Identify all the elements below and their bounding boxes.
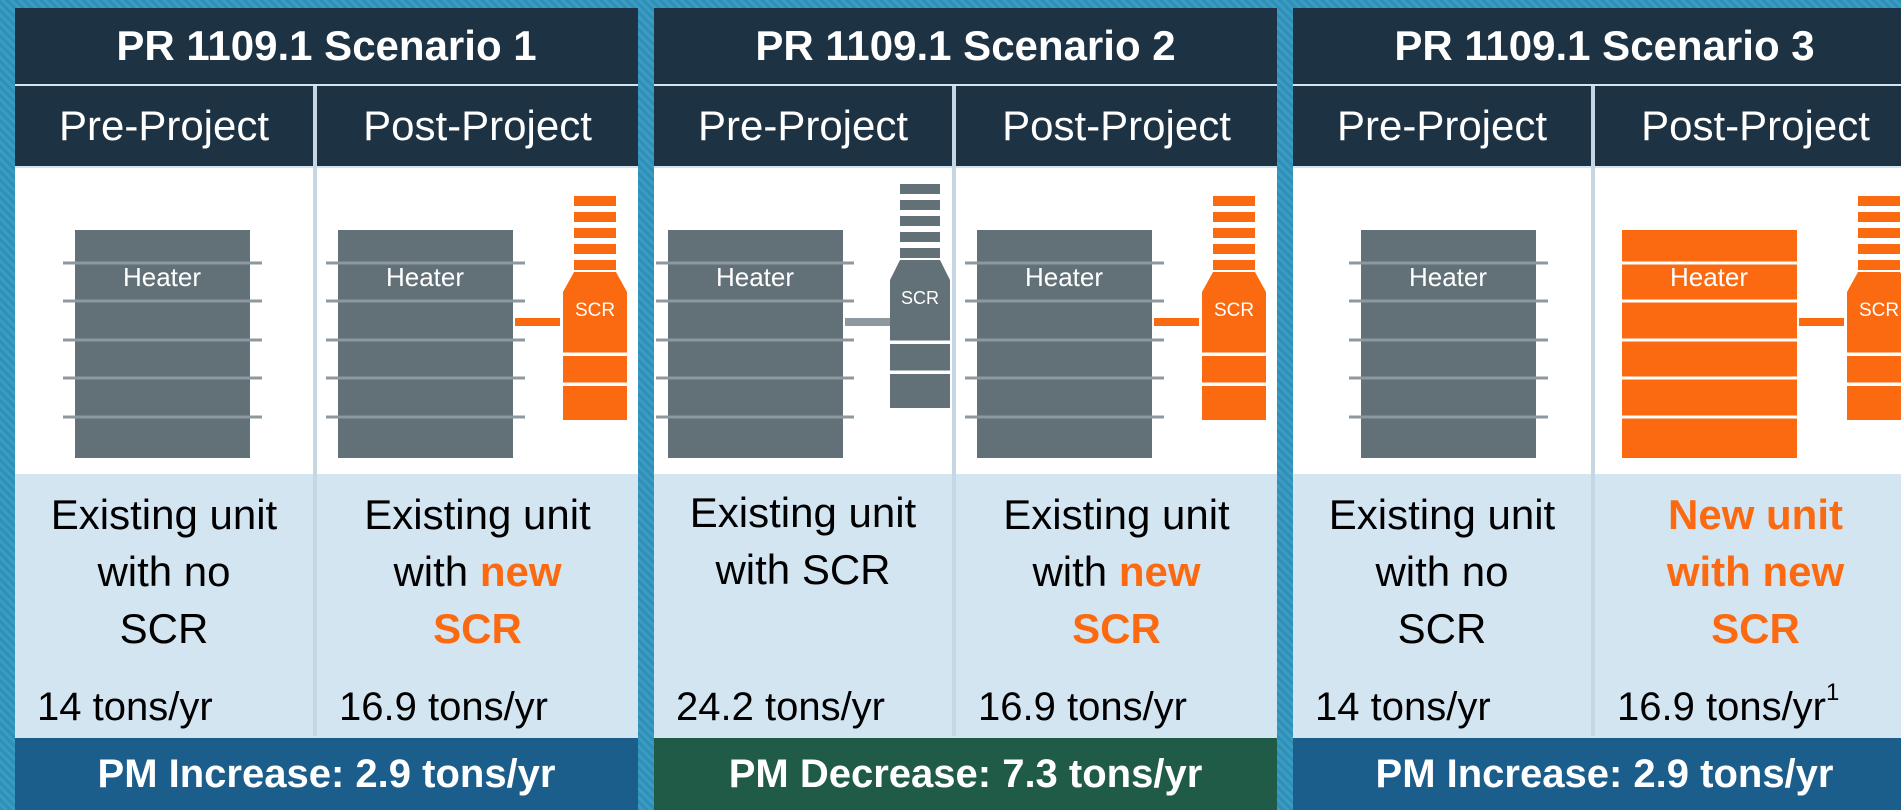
heater-icon: Heater [63, 230, 262, 458]
emission-value: 14 tons/yr [15, 668, 313, 746]
post-project-column: Post-Project Heater [317, 86, 638, 746]
post-project-column: Post-Project Heater [956, 86, 1277, 746]
column-header: Post-Project [1595, 86, 1901, 166]
pre-project-column: Pre-Project Heater Existing unit with no… [1293, 86, 1591, 746]
column-header: Post-Project [317, 86, 638, 166]
heater-icon: Heater [1349, 230, 1548, 458]
scenario-title: PR 1109.1 Scenario 1 [15, 8, 638, 84]
scr-tower-icon: SCR [890, 184, 950, 408]
unit-description: Existing unit with new SCR [956, 476, 1277, 666]
heater-label: Heater [716, 262, 794, 292]
scr-label: SCR [1859, 300, 1899, 321]
pm-change-banner: PM Decrease: 7.3 tons/yr [654, 738, 1277, 810]
heater-label: Heater [123, 262, 201, 292]
unit-description: Existing unit with new SCR [317, 476, 638, 666]
duct-connector [1799, 318, 1844, 326]
scenario-3-panel: PR 1109.1 Scenario 3 Pre-Project Heater … [1293, 8, 1901, 810]
scenario-1-panel: PR 1109.1 Scenario 1 Pre-Project Heater … [15, 8, 638, 810]
heater-label: Heater [1025, 262, 1103, 292]
scr-label: SCR [575, 300, 615, 321]
column-divider [952, 86, 956, 736]
column-divider [313, 86, 317, 736]
heater-label: Heater [386, 262, 464, 292]
unit-description: Existing unit with no SCR [1293, 476, 1591, 666]
post-project-column: Post-Project Heater [1595, 86, 1901, 746]
new-heater-icon: Heater [1610, 230, 1809, 458]
heater-scr-illustration: Heater SCR [654, 168, 952, 474]
heater-illustration: Heater [15, 168, 313, 474]
unit-description: Existing unit with no SCR [15, 476, 313, 666]
unit-description: New unit with new SCR [1595, 476, 1901, 666]
emission-value: 16.9 tons/yr [956, 668, 1277, 746]
heater-icon: Heater [656, 230, 854, 458]
emission-value: 16.9 tons/yr [317, 668, 638, 746]
unit-description: Existing unit with SCR [654, 476, 952, 666]
scenario-title: PR 1109.1 Scenario 2 [654, 8, 1277, 84]
new-heater-scr-illustration: Heater SCR [1595, 168, 1901, 474]
column-header: Pre-Project [1293, 86, 1591, 166]
duct-connector [845, 318, 890, 326]
heater-label: Heater [1670, 262, 1748, 292]
duct-connector [1154, 318, 1199, 326]
footnote-marker: 1 [1826, 679, 1840, 706]
scr-tower-icon: SCR [1202, 196, 1266, 420]
heater-illustration: Heater [1293, 168, 1591, 474]
heater-label: Heater [1409, 262, 1487, 292]
duct-connector [515, 318, 560, 326]
scr-label: SCR [1214, 300, 1254, 321]
scr-tower-icon: SCR [563, 196, 627, 420]
pm-change-banner: PM Increase: 2.9 tons/yr [15, 738, 638, 810]
column-header: Pre-Project [654, 86, 952, 166]
scenario-title: PR 1109.1 Scenario 3 [1293, 8, 1901, 84]
pre-project-column: Pre-Project Heater [654, 86, 952, 746]
heater-scr-illustration: Heater SCR [317, 168, 638, 474]
scr-label: SCR [901, 288, 939, 308]
emission-value: 14 tons/yr [1293, 668, 1591, 746]
column-header: Post-Project [956, 86, 1277, 166]
heater-scr-illustration: Heater SCR [956, 168, 1277, 474]
scenario-2-panel: PR 1109.1 Scenario 2 Pre-Project Heater [654, 8, 1277, 810]
pm-change-banner: PM Increase: 2.9 tons/yr [1293, 738, 1901, 810]
heater-icon: Heater [326, 230, 525, 458]
column-divider [1591, 86, 1595, 736]
scr-tower-icon: SCR [1847, 196, 1901, 420]
heater-icon: Heater [965, 230, 1164, 458]
pre-project-column: Pre-Project Heater Existing unit with no… [15, 86, 313, 746]
emission-value: 24.2 tons/yr [654, 668, 952, 746]
column-header: Pre-Project [15, 86, 313, 166]
